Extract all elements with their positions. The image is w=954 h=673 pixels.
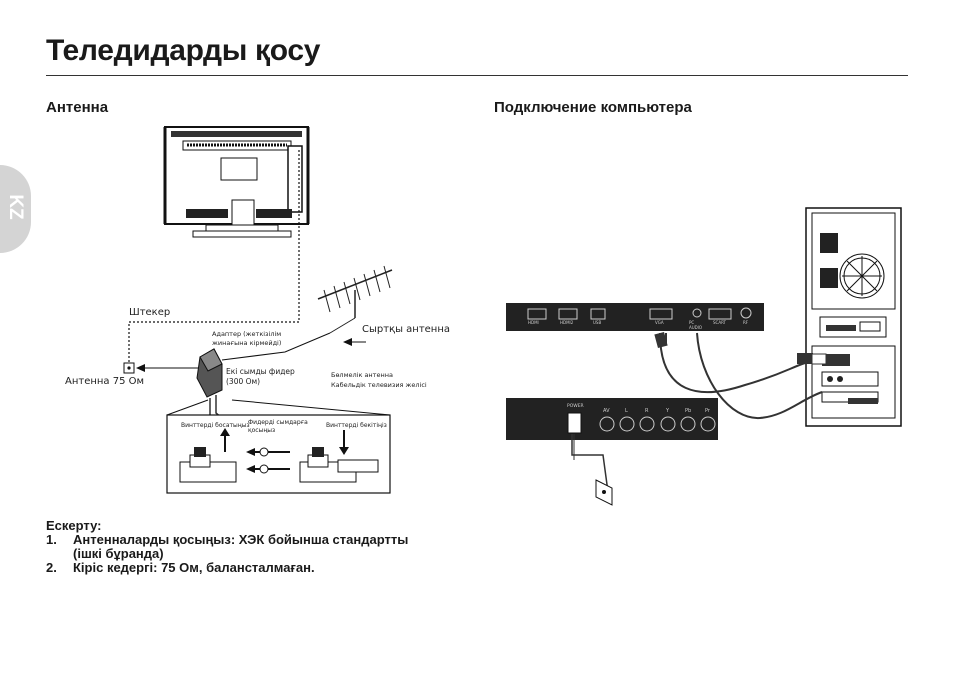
port-label: AV [603,408,610,414]
loosen-screws-label: Винттерді босатыңыз [181,422,250,429]
antenna-heading: Антенна [46,99,109,116]
page-title: Теледидарды қосу [46,34,321,67]
computer-connection-heading: Подключение компьютера [494,99,692,116]
port-label: R [645,408,649,414]
power-label: POWER [567,404,584,409]
port-label: VGA [655,320,664,325]
pc-tower-illustration [805,207,902,427]
tighten-screws-label: Винттерді бекітіңіз [326,422,387,429]
cable-tv-label: Кабельдік телевизия желісі [331,381,427,389]
outdoor-antenna-label: Сыртқы антенна [362,324,451,335]
port-label: HDMI2 [560,320,574,325]
port-label: Pb [685,408,692,414]
power-cable [571,434,609,493]
split-antenna-label: Бөлмелік антенна [331,371,393,379]
port-label: USB [593,320,602,325]
port-label: Pr [705,408,710,414]
note-text-continued: (ішкі бұранда) [73,546,164,561]
port-label: Y [666,408,670,414]
connect-feeder-illustration [246,447,290,474]
plug-label: Штекер [129,307,171,318]
title-rule [46,75,908,76]
note-number: 2. [46,560,57,575]
tighten-screws-illustration [299,430,379,483]
adapter-illustration [196,348,231,429]
twin-feeder-label: Екі сымды фидер (300 Ом) [226,367,295,386]
notes-heading: Ескерту: [46,518,102,533]
antenna-75-label: Антенна 75 Ом [65,376,145,387]
port-label: PC AUDIO [689,320,703,330]
note-item: 1. Антенналарды қосыңыз: ХЭК бойынша ста… [46,533,408,561]
tv-side-panel-illustration [506,303,764,331]
language-tab [0,165,31,253]
port-label: SCART [713,320,726,325]
notes-block: Ескерту: 1. Антенналарды қосыңыз: ХЭК бо… [46,519,408,575]
port-label: RF [743,320,749,325]
tv-back-illustration [163,126,310,238]
note-text: Антенналарды қосыңыз: ХЭК бойынша станда… [73,532,409,547]
loosen-screws-illustration [179,428,237,483]
note-text: Кіріс кедергі: 75 Ом, балансталмаған. [73,560,315,575]
tv-rear-panel-illustration [506,398,718,440]
connect-feeder-label: Фидерді сымдарға қосыңыз [248,419,308,434]
port-label: HDMI [528,320,539,325]
adapter-label: Адаптер (жеткізілім жинағына кірмейді) [212,330,282,347]
port-label: L [625,408,628,414]
note-number: 1. [46,532,57,547]
note-item: 2. Кіріс кедергі: 75 Ом, балансталмаған. [46,561,408,575]
outdoor-antenna-illustration [317,265,393,334]
